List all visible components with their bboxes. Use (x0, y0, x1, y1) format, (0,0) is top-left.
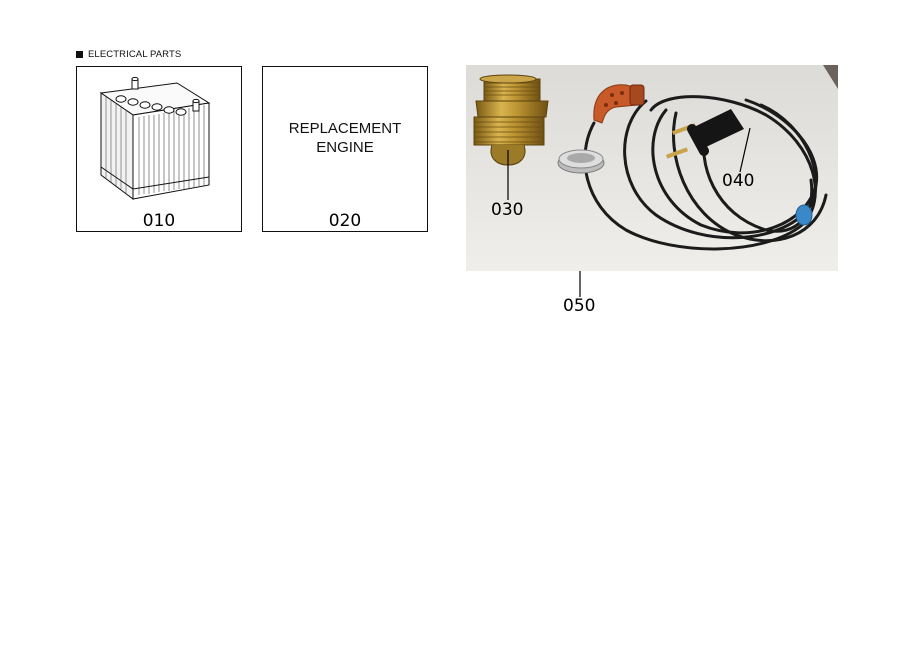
battery-icon (99, 76, 211, 200)
power-plug-icon (665, 109, 744, 159)
cord-clip-icon (795, 204, 813, 226)
heater-element-icon (593, 84, 645, 124)
replacement-engine-label: REPLACEMENT ENGINE (263, 119, 427, 157)
part-number-040: 040 (722, 171, 755, 191)
part-box-010[interactable]: 010 (76, 66, 242, 232)
heater-kit-illustration (466, 65, 838, 271)
part-number-050: 050 (563, 296, 596, 316)
knurled-ring-icon (557, 149, 605, 174)
brass-adapter-icon (473, 74, 549, 166)
part-number-010: 010 (142, 211, 176, 231)
part-number-030: 030 (491, 200, 524, 220)
section-title: ELECTRICAL PARTS (88, 49, 182, 60)
replacement-label-line1: REPLACEMENT (288, 120, 402, 137)
part-box-020[interactable]: REPLACEMENT ENGINE 020 (262, 66, 428, 232)
section-header: ELECTRICAL PARTS (76, 49, 181, 60)
header-bullet (76, 51, 83, 58)
part-number-020: 020 (328, 211, 362, 231)
replacement-label-line2: ENGINE (316, 139, 374, 156)
block-heater-photo[interactable] (466, 65, 838, 271)
